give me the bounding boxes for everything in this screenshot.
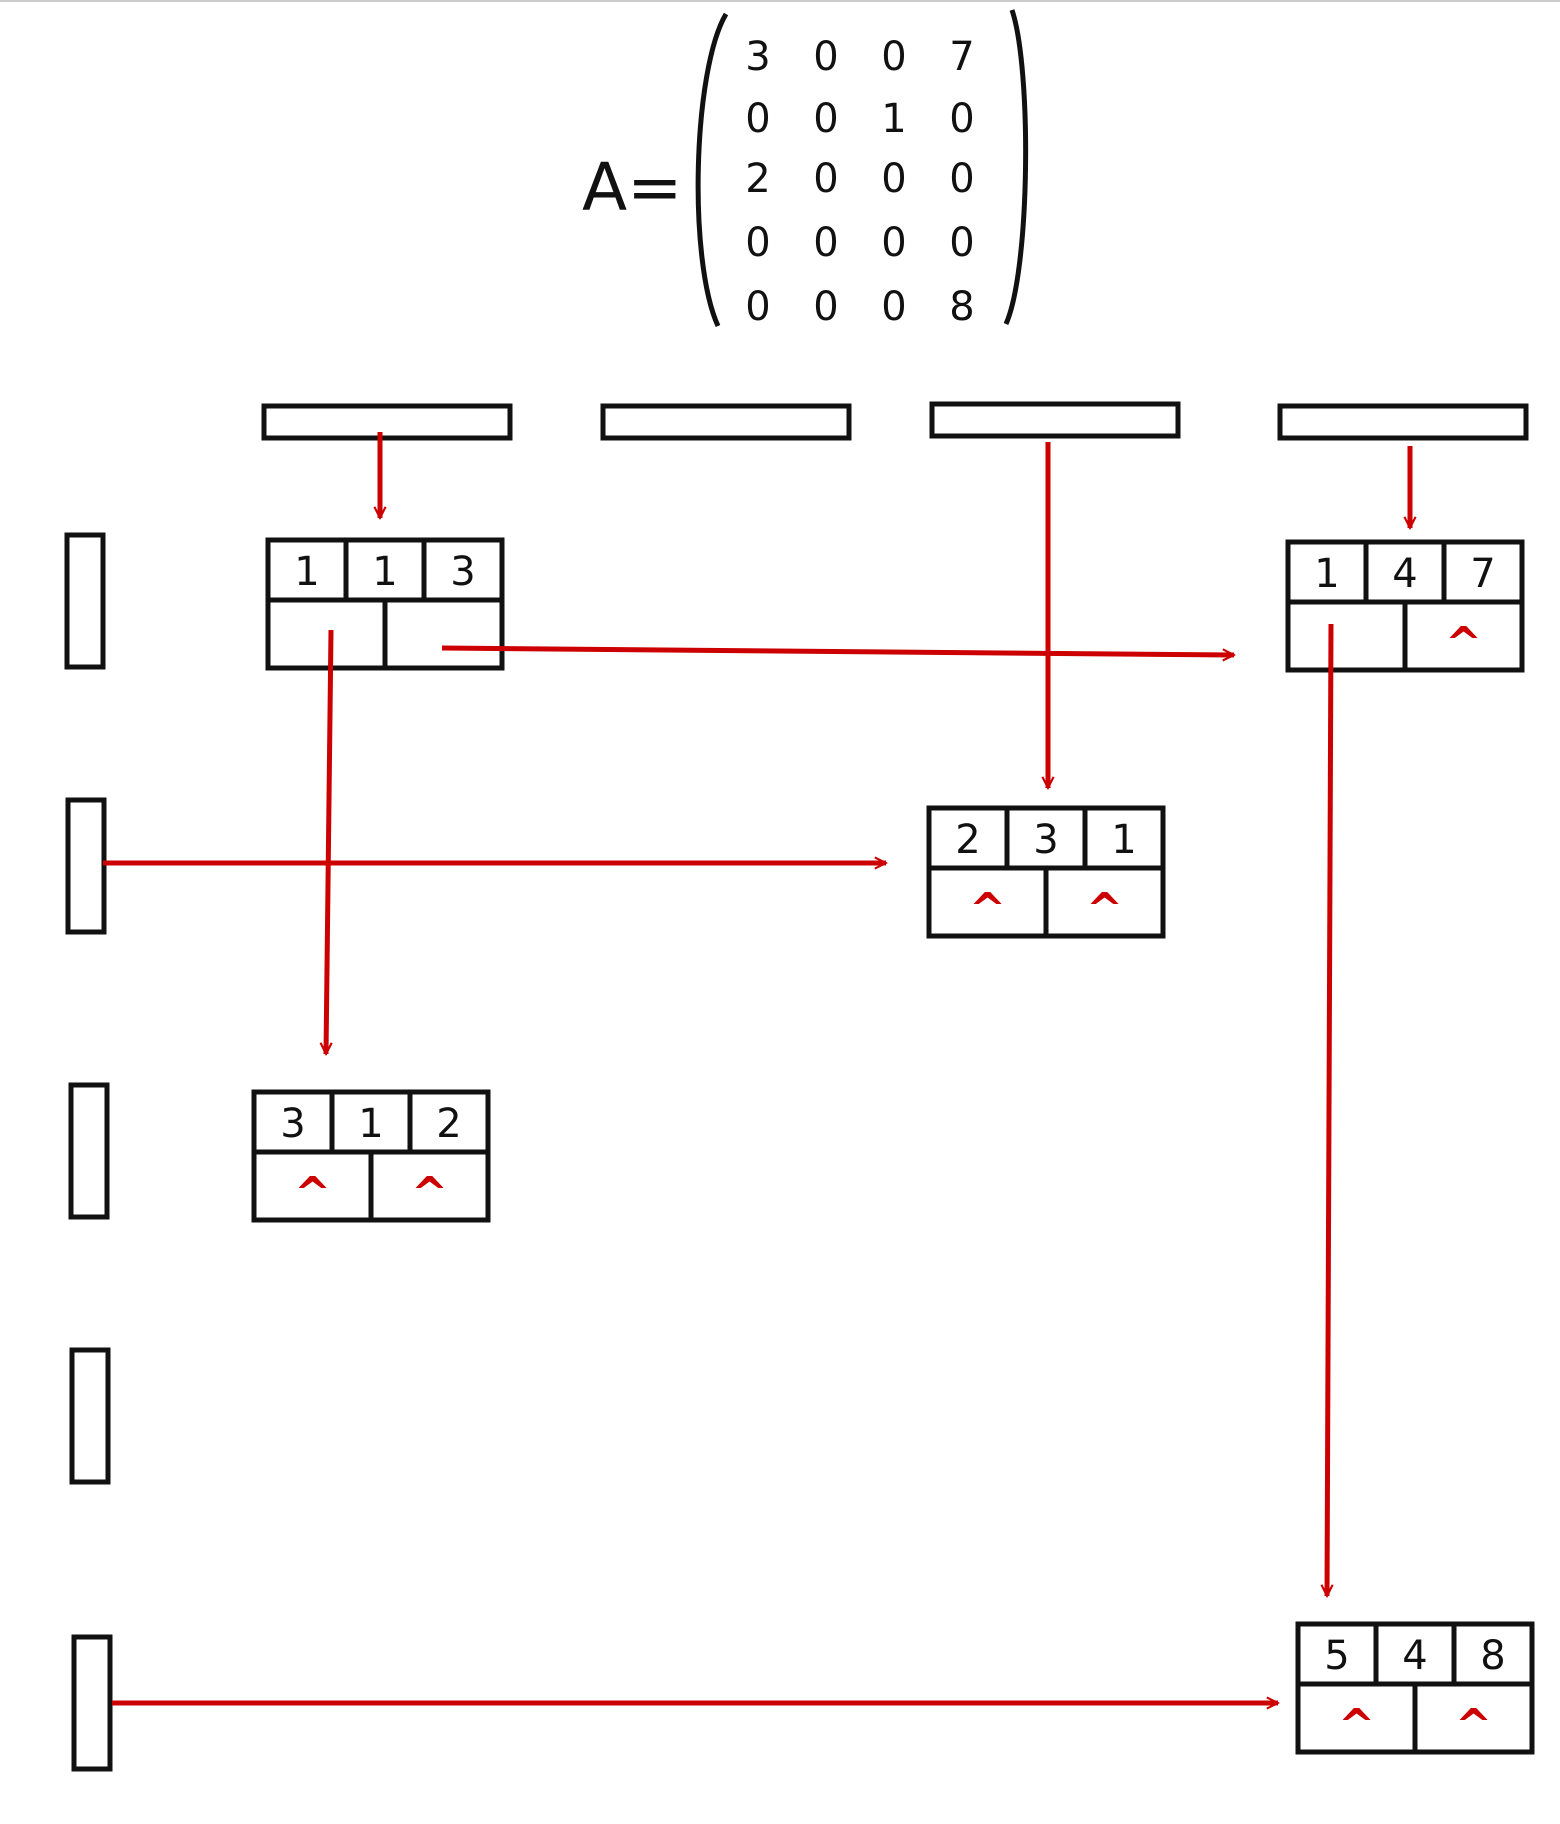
right-null-mark: ^ [1455,1700,1492,1751]
node-col-field: 1 [372,549,397,595]
column-head-1 [261,403,513,441]
row-head-5 [71,1634,113,1772]
right-null-mark: ^ [411,1168,448,1219]
row-head-2 [65,797,107,935]
node-col-field: 3 [1033,817,1058,863]
node-1-4: 1 4 7 ^ [1285,539,1525,673]
node-row-field: 1 [294,549,319,595]
nodes: 1 1 3 1 4 7 ^ 2 3 1 ^ ^ 3 1 2 ^ ^ 5 4 8 ^ ^ [251,537,1535,1755]
row-head-4 [69,1347,111,1485]
node-value-field: 2 [436,1101,461,1147]
matrix-cell: 2 [745,156,770,202]
node-value-field: 3 [450,549,475,595]
arrow-node-1-1-right [441,645,1234,655]
down-null-mark: ^ [1338,1700,1375,1751]
node-col-field: 1 [358,1101,383,1147]
matrix-cell: 1 [881,96,906,142]
node-row-field: 1 [1314,551,1339,597]
arrow-node-1-4-down [1327,623,1331,1596]
node-value-field: 7 [1470,551,1495,597]
column-head-2 [600,403,852,441]
matrix-cell: 0 [881,284,906,330]
matrix-cell: 0 [813,96,838,142]
matrix-cell: 0 [745,220,770,266]
matrix-cell: 0 [813,284,838,330]
matrix-cell: 0 [813,34,838,80]
matrix-cell: 0 [949,220,974,266]
matrix-cell: 0 [881,220,906,266]
down-null-mark: ^ [969,884,1006,935]
matrix-cell: 0 [949,96,974,142]
down-null-mark: ^ [294,1168,331,1219]
matrix-cell: 0 [813,220,838,266]
node-value-field: 8 [1480,1633,1505,1679]
matrix-cell: 0 [881,156,906,202]
node-value-field: 1 [1111,817,1136,863]
node-5-4: 5 4 8 ^ ^ [1295,1621,1535,1755]
matrix-cell: 8 [949,284,974,330]
node-3-1: 3 1 2 ^ ^ [251,1089,491,1223]
node-col-field: 4 [1392,551,1417,597]
matrix-cell: 0 [949,156,974,202]
matrix-label: A= [582,149,682,226]
node-1-1: 1 1 3 [265,537,505,671]
matrix-cell: 7 [949,34,974,80]
arrow-node-1-1-down [326,629,334,1054]
node-row-field: 2 [955,817,980,863]
matrix-cell: 0 [745,96,770,142]
row-head-1 [64,532,106,670]
matrix-left-paren [695,12,729,328]
column-head-3 [929,401,1181,439]
right-null-mark: ^ [1445,618,1482,669]
matrix-right-paren [1003,9,1029,326]
right-null-mark: ^ [1086,884,1123,935]
matrix-cell: 0 [813,156,838,202]
row-heads [64,532,113,1772]
pointer-arrows [103,432,1410,1703]
column-head-4 [1277,403,1529,441]
matrix-cell: 0 [881,34,906,80]
matrix-cell: 3 [745,34,770,80]
node-row-field: 5 [1324,1633,1349,1679]
node-2-3: 2 3 1 ^ ^ [926,805,1166,939]
matrix-cell: 0 [745,284,770,330]
node-col-field: 4 [1402,1633,1427,1679]
column-heads [261,401,1529,441]
node-row-field: 3 [280,1101,305,1147]
row-head-3 [68,1082,110,1220]
